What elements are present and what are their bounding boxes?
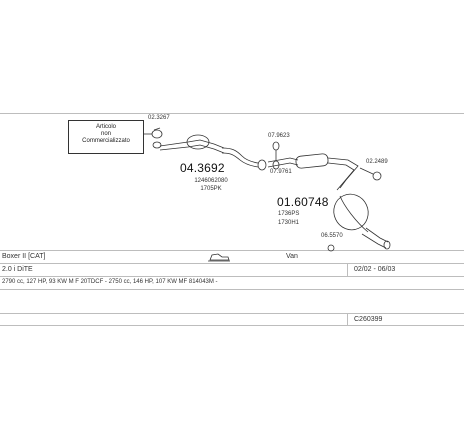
vehicle-body: Van bbox=[286, 253, 298, 260]
front-pipe-ref-1: 1246062080 bbox=[194, 178, 228, 184]
rear-silencer-ref-1: 1736PS bbox=[278, 211, 300, 217]
rear-silencer-ref-2: 1730H1 bbox=[278, 220, 300, 226]
rear-silencer-icon bbox=[333, 193, 391, 250]
clamp-top-code: 02.3267 bbox=[148, 115, 170, 121]
rear-clamp-code: 06.5570 bbox=[321, 233, 343, 239]
catalog-number: C260399 bbox=[354, 316, 383, 323]
clamp-top-icon bbox=[151, 127, 163, 149]
table-rule-2 bbox=[0, 263, 464, 264]
rear-silencer-number: 01.60748 bbox=[277, 195, 329, 209]
clamp-right-code: 02.2489 bbox=[366, 159, 388, 165]
front-pipe-ref-2: 1705PK bbox=[200, 186, 222, 192]
notice-line-1: Articolo bbox=[95, 124, 116, 130]
table-rule-5 bbox=[0, 313, 464, 314]
engine-specs: 2790 cc, 127 HP, 93 KW M F 20TDCF - 2750… bbox=[2, 279, 218, 285]
front-pipe-number: 04.3692 bbox=[180, 161, 225, 175]
production-years: 02/02 - 06/03 bbox=[354, 266, 396, 273]
notice-line-3: Commercializzato bbox=[82, 138, 130, 144]
table-rule-4 bbox=[0, 289, 464, 290]
rear-clamp-icon bbox=[327, 244, 335, 252]
table-rule-3 bbox=[0, 276, 464, 277]
notice-line-2: non bbox=[100, 131, 111, 137]
vehicle-model: Boxer II [CAT] bbox=[2, 253, 46, 260]
table-rule-1 bbox=[0, 250, 464, 251]
clamp-left-low-code: 07.9761 bbox=[270, 169, 292, 175]
engine-type: 2.0 i DiTE bbox=[2, 266, 33, 273]
clamp-left-mid-code: 07.9623 bbox=[268, 133, 290, 139]
table-divider-years bbox=[347, 263, 348, 276]
not-available-notice: Articolo non Commercializzato bbox=[68, 120, 144, 154]
top-rule bbox=[0, 113, 464, 114]
van-silhouette-icon bbox=[208, 253, 230, 262]
table-rule-6 bbox=[0, 325, 464, 326]
table-divider-catalog bbox=[347, 313, 348, 325]
clamp-right-icon bbox=[359, 167, 382, 181]
front-pipe-icon bbox=[159, 134, 267, 171]
center-silencer-icon bbox=[267, 153, 359, 191]
